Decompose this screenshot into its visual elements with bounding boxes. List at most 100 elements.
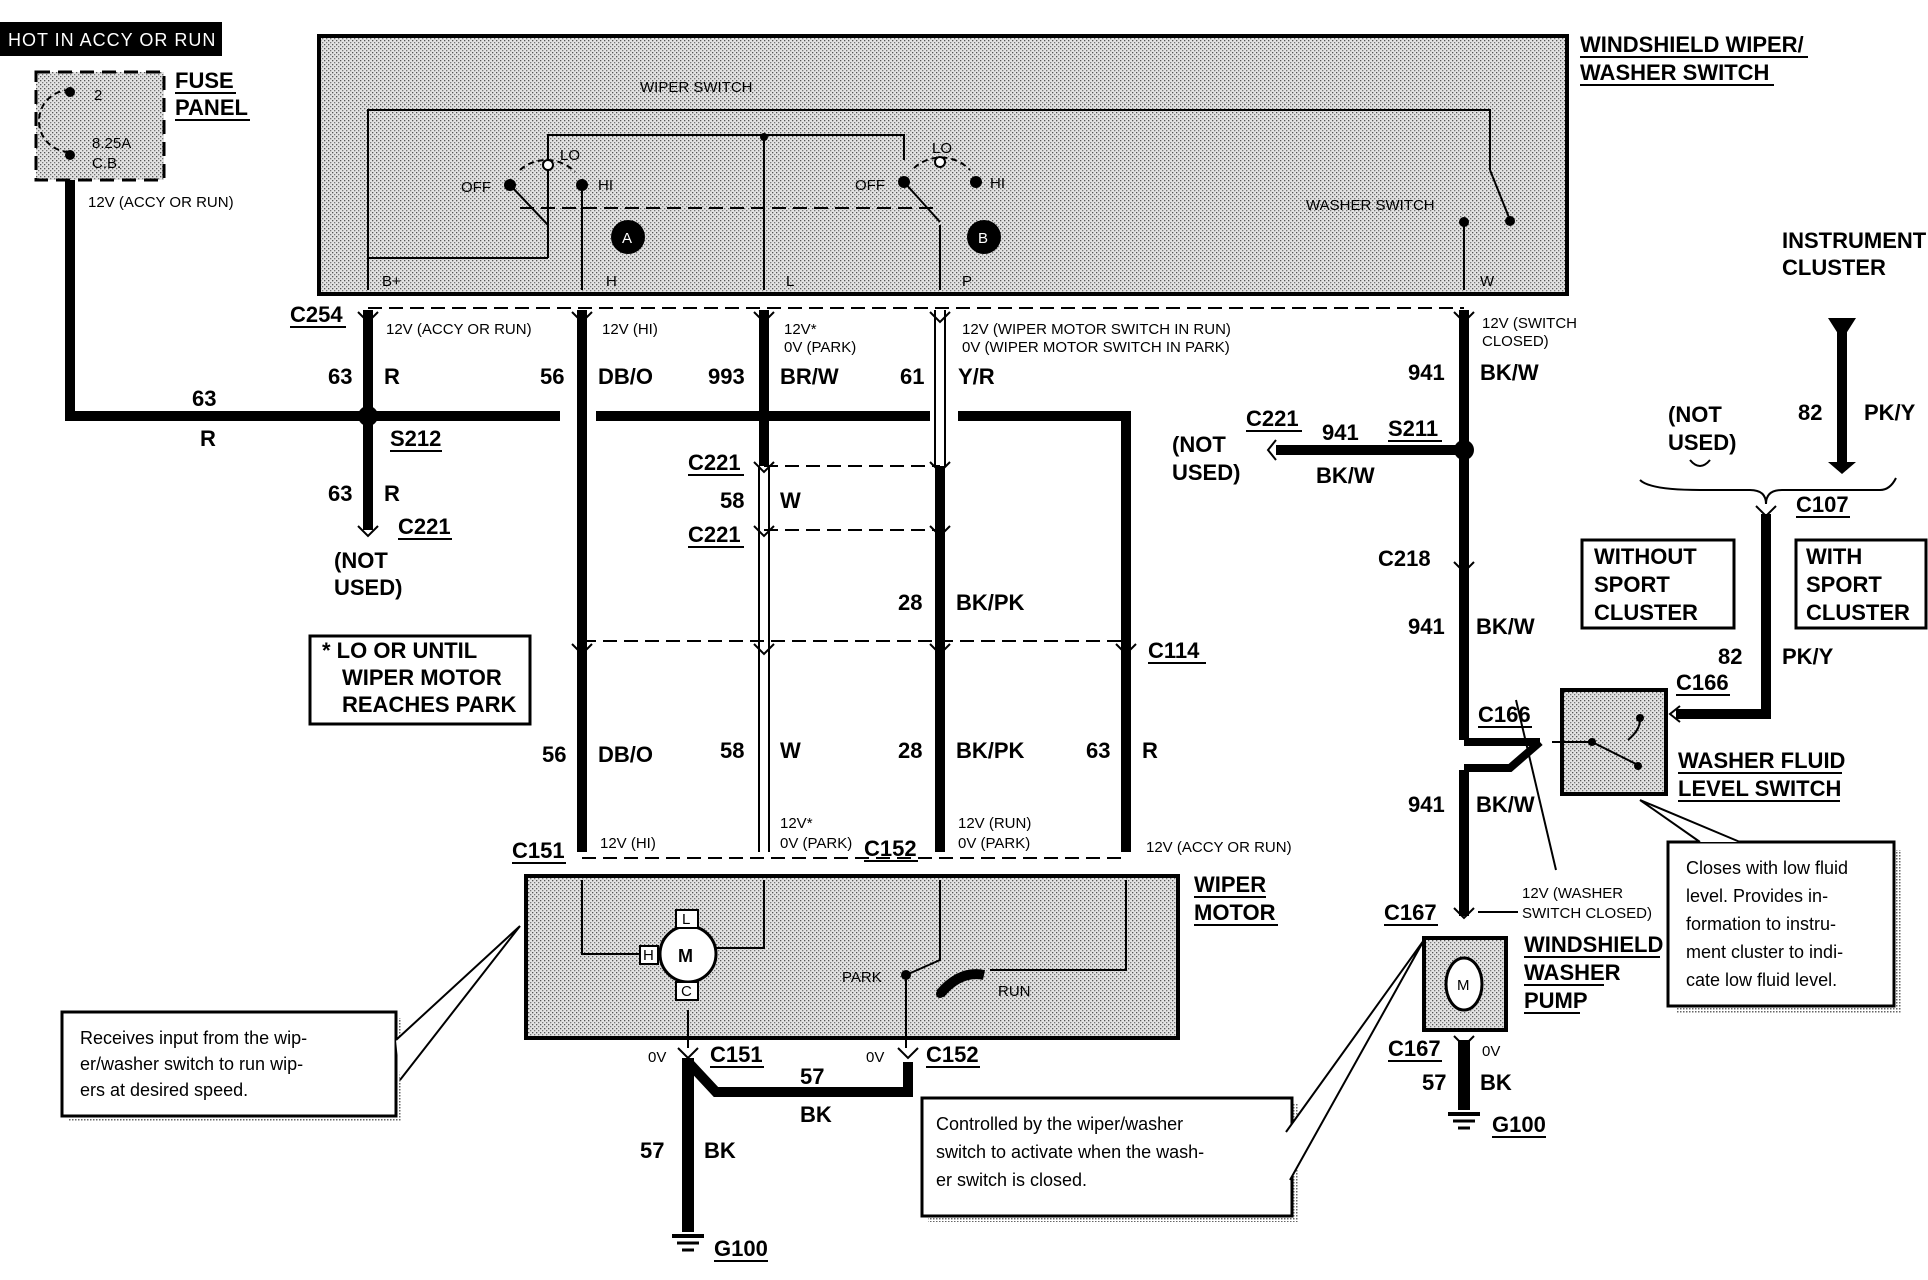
washer-switch-label: WASHER SWITCH — [1306, 197, 1435, 214]
connector-marks — [357, 311, 1856, 1060]
c941-label-4: 941 — [1408, 792, 1445, 817]
switch-a-lo: LO — [560, 147, 580, 164]
v-washer-closed-2: SWITCH CLOSED) — [1522, 905, 1652, 922]
v-accy-run-bottom: 12V (ACCY OR RUN) — [1146, 839, 1292, 856]
bkw-label-4: BK/W — [1476, 792, 1535, 817]
c28-label-2: 28 — [898, 738, 922, 763]
fuse-rating: 8.25A — [92, 135, 131, 152]
fluid-callout-3: formation to instru- — [1686, 914, 1836, 934]
v-switch-closed-2: CLOSED) — [1482, 333, 1549, 350]
wiper-motor-title-2: MOTOR — [1194, 900, 1276, 925]
switch-title: WINDSHIELD WIPER/ — [1580, 32, 1804, 57]
not-used-mid-2: USED) — [1172, 460, 1240, 485]
fuse-panel: 2 8.25A C.B. FUSE PANEL 12V (ACCY OR RUN… — [34, 68, 250, 211]
c221-label-right: C221 — [1246, 406, 1299, 431]
c57-label-1: 57 — [800, 1064, 824, 1089]
bkpk-label-2: BK/PK — [956, 738, 1025, 763]
v-0v-c167: 0V — [1482, 1043, 1500, 1060]
pump-title-2: WASHER — [1524, 960, 1621, 985]
not-used-right-2: USED) — [1668, 430, 1736, 455]
v-washer-closed-1: 12V (WASHER — [1522, 885, 1623, 902]
ground-symbol-right — [1448, 1112, 1480, 1130]
with-1: WITH — [1806, 544, 1862, 569]
motor-callout-1: Receives input from the wip- — [80, 1028, 307, 1048]
pky-label-2: PK/Y — [1782, 644, 1834, 669]
with-2: SPORT — [1806, 572, 1882, 597]
fluid-switch-title-1: WASHER FLUID — [1678, 748, 1845, 773]
bkw-label-1: BK/W — [1480, 360, 1539, 385]
c82-label-1: 82 — [1798, 400, 1822, 425]
v-wiper-run-1: 12V (WIPER MOTOR SWITCH IN RUN) — [962, 321, 1231, 338]
without-1: WITHOUT — [1594, 544, 1697, 569]
pump-title-1: WINDSHIELD — [1524, 932, 1663, 957]
c63-label-3: 63 — [328, 481, 352, 506]
not-used-right-1: (NOT — [1668, 402, 1722, 427]
switch-a-hi: HI — [598, 177, 613, 194]
dbo-label-1: DB/O — [598, 364, 653, 389]
pump-callout-2: switch to activate when the wash- — [936, 1142, 1204, 1162]
pin-bplus: B+ — [382, 273, 401, 290]
header-tag-text: HOT IN ACCY OR RUN — [8, 30, 216, 50]
r-label-3: R — [384, 481, 400, 506]
switch-b-off: OFF — [855, 177, 885, 194]
fuse-panel-title-2: PANEL — [175, 95, 248, 120]
ground-symbol-left — [672, 1234, 704, 1252]
c58-label-1: 58 — [720, 488, 744, 513]
motor-pin-c: C — [681, 983, 692, 1000]
switch-b-hi: HI — [990, 175, 1005, 192]
s211-label: S211 — [1388, 416, 1438, 441]
fluid-callout-2: level. Provides in- — [1686, 886, 1828, 906]
c221-label-mid-1: C221 — [688, 450, 741, 475]
wiper-motor: WIPER MOTOR M L H C PARK RUN — [524, 872, 1278, 1048]
with-3: CLUSTER — [1806, 600, 1910, 625]
not-used-left-2: USED) — [334, 575, 402, 600]
motor-run: RUN — [998, 983, 1031, 1000]
c63-label-2: 63 — [328, 364, 352, 389]
c166-label-right: C166 — [1676, 670, 1729, 695]
c941-label-2: 941 — [1322, 420, 1359, 445]
bk-label-1: BK — [800, 1102, 832, 1127]
v-park-top: 0V (PARK) — [784, 339, 856, 356]
fuse-panel-title: FUSE — [175, 68, 234, 93]
g100-label-left: G100 — [714, 1236, 768, 1261]
c254-label: C254 — [290, 302, 343, 327]
fluid-switch-title-2: LEVEL SWITCH — [1678, 776, 1841, 801]
fuse-cb: C.B. — [92, 155, 121, 172]
w-label-2: W — [780, 738, 801, 763]
yr-label: Y/R — [958, 364, 995, 389]
c57-label-2: 57 — [640, 1138, 664, 1163]
c107-label: C107 — [1796, 492, 1849, 517]
v-wiper-run-2: 0V (WIPER MOTOR SWITCH IN PARK) — [962, 339, 1230, 356]
switch-a-off: OFF — [461, 179, 491, 196]
c167-label-top: C167 — [1384, 900, 1437, 925]
contact-a: A — [622, 230, 632, 247]
v-12-star-top: 12V* — [784, 321, 817, 338]
c941-label-3: 941 — [1408, 614, 1445, 639]
pky-label-1: PK/Y — [1864, 400, 1916, 425]
c152-label-bottom: C152 — [926, 1042, 979, 1067]
wiper-switch-label: WIPER SWITCH — [640, 79, 753, 96]
pin-h: H — [606, 273, 617, 290]
c28-label-1: 28 — [898, 590, 922, 615]
bk-label-2: BK — [704, 1138, 736, 1163]
c56-label-2: 56 — [542, 742, 566, 767]
c993-label: 993 — [708, 364, 745, 389]
fuse-feed-label: 12V (ACCY OR RUN) — [88, 194, 234, 211]
note-box: * LO OR UNTIL WIPER MOTOR REACHES PARK — [308, 634, 532, 726]
without-sport-cluster-box: WITHOUT SPORT CLUSTER — [1580, 538, 1736, 630]
w-label-1: W — [780, 488, 801, 513]
pin-l: L — [786, 273, 794, 290]
bkw-label-3: BK/W — [1476, 614, 1535, 639]
note-line-3: REACHES PARK — [342, 692, 517, 717]
v-accy-run-top: 12V (ACCY OR RUN) — [386, 321, 532, 338]
washer-fluid-level-switch: WASHER FLUID LEVEL SWITCH — [1552, 688, 1845, 802]
header-tag: HOT IN ACCY OR RUN — [0, 22, 222, 56]
c114-label: C114 — [1148, 638, 1200, 663]
c82-label-2: 82 — [1718, 644, 1742, 669]
pump-m: M — [1457, 977, 1470, 994]
pin-w: W — [1480, 273, 1495, 290]
bkw-label-2: BK/W — [1316, 463, 1375, 488]
v-0v-c151: 0V — [648, 1049, 666, 1066]
fuse-number: 2 — [94, 87, 102, 104]
r-label-4: R — [1142, 738, 1158, 763]
